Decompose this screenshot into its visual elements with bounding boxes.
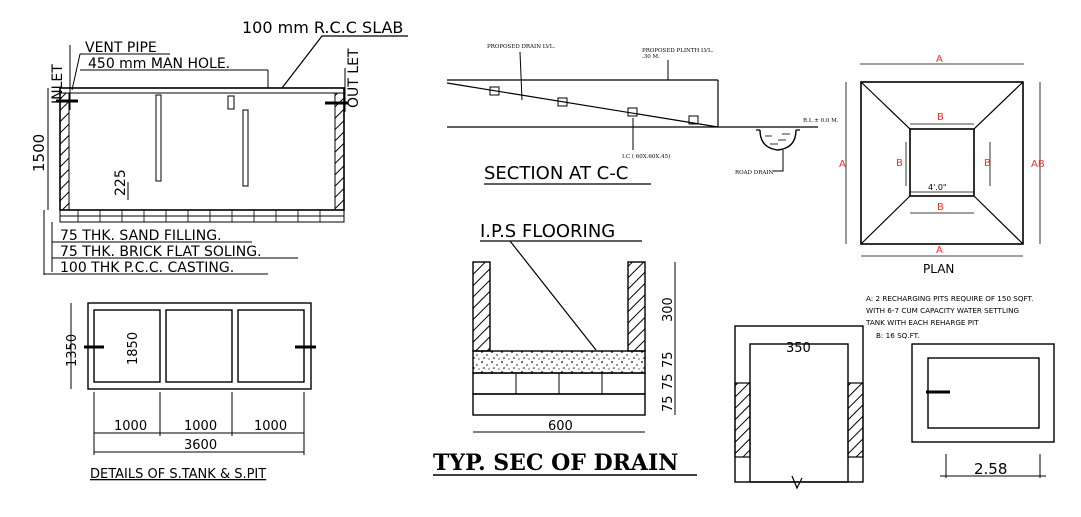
- dim-75-a: 75: [661, 351, 676, 368]
- rl-label: R.L ± 0.0 M.: [803, 118, 839, 124]
- dim-1350: 1350: [65, 334, 80, 367]
- drain-caption: TYP. SEC OF DRAIN: [433, 450, 678, 476]
- drain-right-wall: [627, 261, 646, 352]
- ic-box-3: [627, 107, 638, 117]
- pit-outer: [860, 81, 1024, 245]
- section-cc-caption: SECTION AT C-C: [484, 163, 628, 184]
- ic-box-1: [489, 86, 500, 96]
- tank-caption: DETAILS OF S.TANK & S.PIT: [90, 467, 266, 482]
- section-cc: PROPOSED DRAIN LVL. PROPOSED PLINTH LVL.…: [446, 44, 839, 185]
- dim-600: 600: [548, 419, 573, 434]
- pit-plan-caption: PLAN: [923, 262, 954, 276]
- tank-plan-chamber-3: [237, 309, 305, 383]
- dim-4ft: 4'.0": [928, 183, 947, 192]
- dim-3600: 3600: [184, 438, 217, 453]
- pit-left-wall: [734, 382, 751, 458]
- dim-1850: 1850: [126, 332, 141, 365]
- dim-75-c: 75: [661, 395, 676, 412]
- dim-b-bottom: B: [937, 202, 944, 213]
- dim-b-top: B: [937, 112, 944, 123]
- drain-left-wall: [472, 261, 491, 352]
- ic-label: I.C ( 60X.60X.45): [622, 153, 670, 160]
- inlet-label: INLET: [50, 64, 66, 104]
- septic-tank-section: 100 mm R.C.C SLAB VENT PIPE 450 mm MAN H…: [30, 18, 408, 276]
- dim-b-left: B: [896, 158, 903, 169]
- layer-sand: 75 THK. SAND FILLING.: [60, 228, 222, 244]
- tank-left-wall: [59, 92, 70, 211]
- dim-225: 225: [113, 169, 129, 196]
- tank-plan-outer: [87, 302, 312, 390]
- base-layer-1: [59, 209, 345, 217]
- flooring-leader: [509, 240, 597, 351]
- ips-flooring-label: I.P.S FLOORING: [480, 221, 615, 242]
- drain-lvl-label: PROPOSED DRAIN LVL.: [487, 44, 555, 50]
- dim-1000-b: 1000: [184, 419, 217, 434]
- ic-box-4: [688, 115, 699, 125]
- outlet-label: OUT LET: [346, 48, 362, 108]
- dim-b-right: B: [984, 158, 991, 169]
- dim-350: 350: [786, 341, 811, 356]
- layer-pcc: 100 THK P.C.C. CASTING.: [60, 260, 234, 276]
- note-4: B: 16 SQ.FT.: [876, 331, 919, 340]
- pit-right-wall: [847, 382, 864, 458]
- plinth-lvl-label: PROPOSED PLINTH LVL.: [642, 48, 714, 54]
- note-3: TANK WITH EACH REHARGE PIT: [865, 318, 979, 327]
- ips-flooring: [472, 350, 646, 374]
- plinth-lvl-value: .30 M.: [642, 54, 660, 60]
- slab-label: 100 mm R.C.C SLAB: [242, 18, 403, 37]
- dim-258: 2.58: [974, 460, 1007, 478]
- pit-inner: [909, 128, 975, 197]
- vent-pipe-label: VENT PIPE: [85, 40, 157, 56]
- dim-75-b: 75: [661, 373, 676, 390]
- layer-brick: 75 THK. BRICK FLAT SOLING.: [60, 244, 262, 260]
- pit-plan: A A AB A B B B B 4'.0" PLAN A: 2 RECHARG…: [839, 54, 1045, 340]
- pit-section: 350: [734, 325, 864, 490]
- pcc-base: [472, 393, 646, 416]
- tank-outline: [59, 87, 345, 211]
- note-1: A: 2 RECHARGING PITS REQUIRE OF 150 SQFT…: [866, 294, 1033, 303]
- tank-plan: 1350 1850 1000 1000 1000 3600 DETAILS OF…: [65, 302, 316, 482]
- dim-1000-a: 1000: [114, 419, 147, 434]
- base-layer-2: [59, 215, 345, 223]
- drain-slope-line: [446, 82, 719, 128]
- ic-box-2: [557, 97, 568, 107]
- dim-a-top: A: [936, 54, 943, 65]
- road-drain: [759, 129, 797, 151]
- dim-a-bottom: A: [936, 245, 943, 256]
- drain-section: I.P.S FLOORING 600 300 75 75 75 TYP. SEC…: [433, 221, 697, 476]
- dim-a-left: A: [839, 159, 846, 170]
- dim-300: 300: [661, 297, 676, 322]
- small-plan-outer: [911, 343, 1055, 443]
- baffle-1: [155, 94, 162, 182]
- tank-plan-chamber-2: [165, 309, 233, 383]
- tank-right-wall: [334, 92, 345, 211]
- dim-ab-right: AB: [1031, 159, 1045, 170]
- dim-1000-c: 1000: [254, 419, 287, 434]
- small-plan: 2.58: [911, 343, 1055, 478]
- manhole-label: 450 mm MAN HOLE.: [88, 56, 230, 72]
- pit-section-inner: [749, 343, 849, 483]
- slab-leader: [281, 35, 408, 89]
- note-2: WITH 6-7 CUM CAPACITY WATER SETTLING: [866, 306, 1019, 315]
- road-drain-label: ROAD DRAIN: [735, 170, 773, 176]
- baffle-2: [242, 109, 249, 187]
- height-dim: 1500: [30, 134, 48, 172]
